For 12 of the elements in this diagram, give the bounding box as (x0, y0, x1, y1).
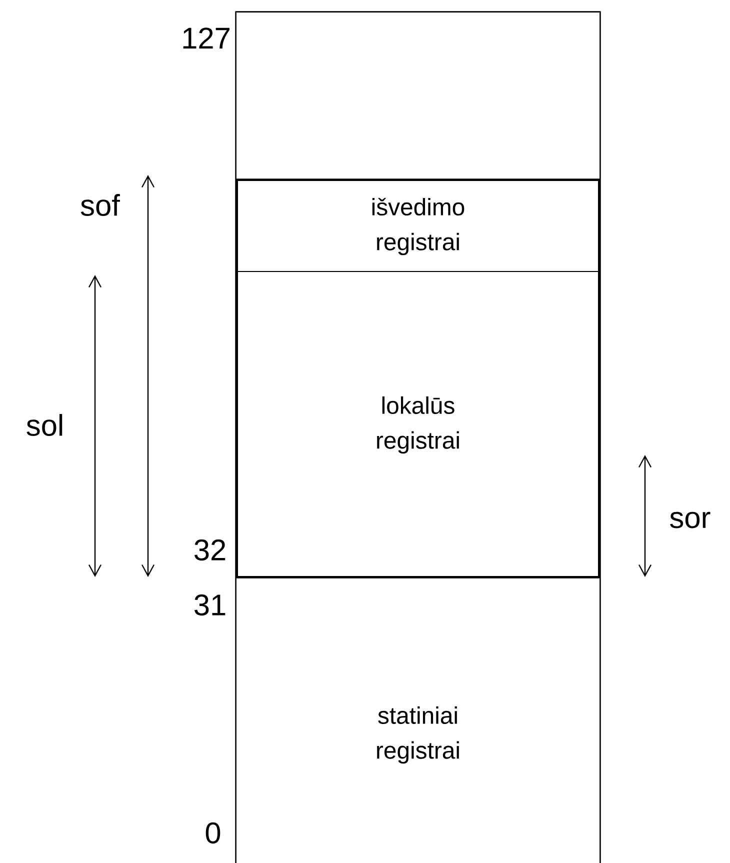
register-window-frame (236, 178, 600, 578)
axis-label: sof (80, 194, 120, 216)
register-region: statiniai registrai (377, 706, 459, 764)
axis-label: 127 (183, 28, 230, 48)
axis-label: 0 (206, 822, 220, 844)
axis-label: sol (26, 414, 62, 436)
axis-label: sor (670, 512, 710, 528)
register-region: išvedimo registrai (372, 198, 464, 256)
axis-label: 31 (194, 594, 226, 616)
axis-label: 32 (194, 539, 226, 561)
register-column (235, 11, 601, 863)
register-region: lokalūs registrai (377, 396, 459, 454)
